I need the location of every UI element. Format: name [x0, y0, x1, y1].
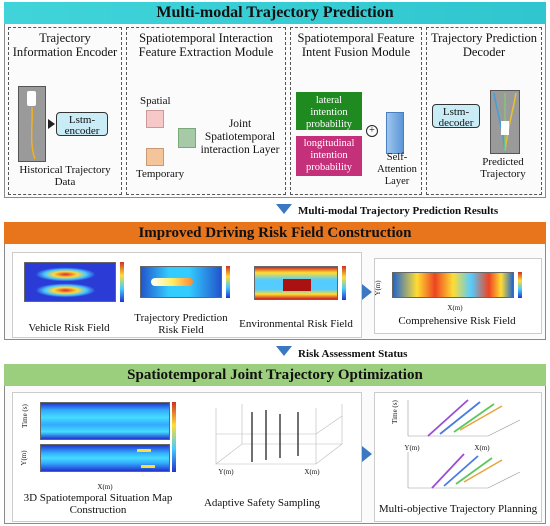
longitudinal-box: longitudinal intention probability: [296, 136, 362, 176]
fusion-title: Spatiotemporal Feature Intent Fusion Mod…: [297, 31, 415, 59]
temporary-cube: [146, 148, 164, 166]
vehicle-caption: Vehicle Risk Field: [28, 322, 110, 334]
comprehensive-colorbar: [518, 272, 522, 298]
encoder-caption: Historical Trajectory Data: [19, 164, 111, 188]
banner-risk-title: Improved Driving Risk Field Construction: [138, 224, 412, 241]
lstm-decoder-box: Lstm-decoder: [432, 104, 480, 129]
sum-icon: +: [366, 125, 378, 137]
environment-colorbar: [342, 266, 346, 300]
banner-risk: Improved Driving Risk Field Construction: [4, 222, 546, 244]
fusion-module: [290, 27, 422, 195]
environment-risk-map: [254, 266, 338, 300]
lstm-encoder-box: Lstm-encoder: [56, 112, 108, 137]
arrow-encoder: [48, 119, 55, 129]
situation-colorbar: [172, 402, 176, 472]
joint-label: Joint Spatiotemporal interaction Layer: [200, 118, 280, 156]
trajectory-risk-map: [140, 266, 222, 298]
lateral-box: lateral intention probability: [296, 92, 362, 130]
planning-plot-top: [398, 396, 526, 442]
sampling-caption: Adaptive Safety Sampling: [203, 497, 321, 509]
section-prediction: [4, 2, 546, 198]
situation-map-top: [40, 402, 170, 440]
comprehensive-caption: Comprehensive Risk Field: [398, 315, 516, 327]
comprehensive-risk-map: [392, 272, 514, 298]
arrow-risk-to-comprehensive: [362, 284, 372, 300]
banner-optimization: Spatiotemporal Joint Trajectory Optimiza…: [4, 364, 546, 386]
extraction-title: Spatiotemporal Interaction Feature Extra…: [138, 31, 274, 59]
vehicle-colorbar: [120, 262, 124, 302]
spatial-label: Spatial: [140, 95, 171, 107]
arrow-down-2: [276, 346, 292, 356]
planning-plot-bottom: [398, 448, 526, 494]
encoder-title: Trajectory Information Encoder: [12, 31, 118, 59]
decoder-caption: Predicted Trajectory: [480, 156, 526, 180]
trajectory-caption: Trajectory Prediction Risk Field: [134, 312, 228, 336]
predicted-road-image: [490, 90, 520, 154]
road-image: [18, 86, 46, 162]
comprehensive-y-axis: Y(m): [374, 280, 382, 296]
attention-label: Self-Attention Layer: [377, 152, 417, 187]
comprehensive-x-axis: X(m): [447, 304, 463, 312]
situation-map-bottom: [40, 444, 170, 472]
temporary-label: Temporary: [136, 168, 185, 180]
attention-block: [386, 112, 404, 154]
link-results: Multi-modal Trajectory Prediction Result…: [298, 205, 499, 217]
arrow-sampling-to-planning: [362, 446, 372, 462]
extraction-module: [126, 27, 286, 195]
map-caption: 3D Spatiotemporal Situation Map Construc…: [23, 492, 173, 516]
sampling-plot: [196, 404, 346, 476]
trajectory-colorbar: [226, 266, 230, 298]
environment-caption: Environmental Risk Field: [239, 318, 353, 330]
planning-caption: Multi-objective Trajectory Planning: [378, 503, 538, 515]
arrow-down-1: [276, 204, 292, 214]
sampling-y-axis: Y(m): [218, 468, 234, 476]
map-time-axis: Time (s): [21, 404, 29, 428]
map-y-axis: Y(m): [20, 450, 28, 466]
map-x-axis: X(m): [97, 483, 113, 491]
banner-prediction: Multi-modal Trajectory Prediction: [4, 2, 546, 24]
spatial-cube: [146, 110, 164, 128]
banner-optimization-title: Spatiotemporal Joint Trajectory Optimiza…: [127, 366, 423, 383]
decoder-module: [426, 27, 542, 195]
planning-time-axis: Time (s): [391, 400, 399, 424]
planning-y-axis: Y(m): [404, 444, 420, 452]
joint-cube: [178, 128, 196, 148]
banner-prediction-title: Multi-modal Trajectory Prediction: [156, 4, 394, 21]
link-risk-status: Risk Assessment Status: [298, 348, 408, 360]
optimization-right-group: [374, 392, 542, 522]
planning-x-axis: X(m): [474, 444, 490, 452]
encoder-module: [8, 27, 122, 195]
vehicle-risk-map: [24, 262, 116, 302]
sampling-x-axis: X(m): [304, 468, 320, 476]
decoder-title: Trajectory Prediction Decoder: [430, 31, 538, 59]
